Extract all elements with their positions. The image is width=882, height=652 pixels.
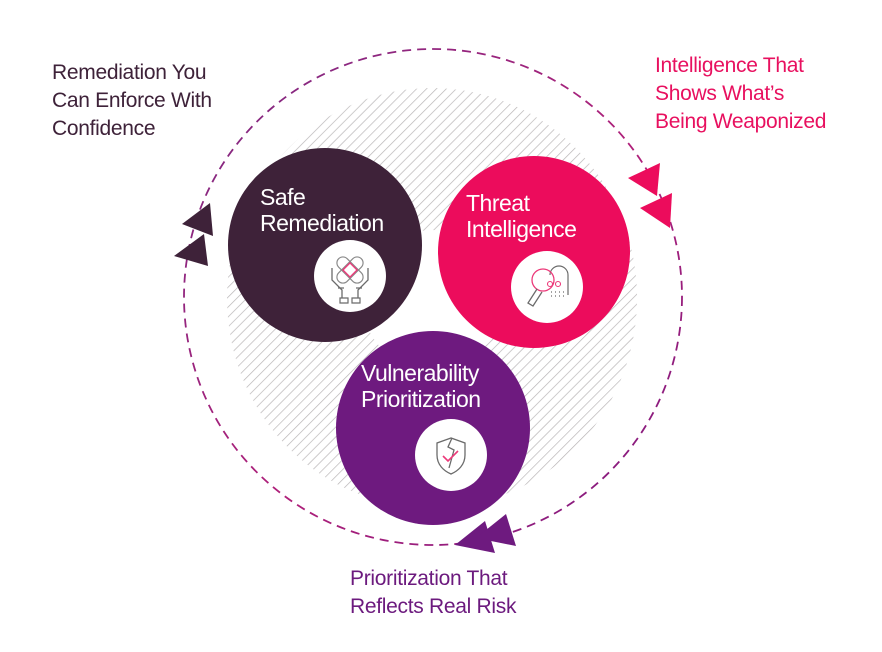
caption-line: Being Weaponized: [655, 110, 827, 133]
label-line: Prioritization: [361, 386, 481, 412]
node-label-threat-intelligence: Threat Intelligence: [466, 190, 577, 242]
arrow-head: [628, 163, 660, 196]
caption-intelligence: Intelligence That Shows What’s Being Wea…: [655, 52, 826, 136]
arrow-head: [640, 193, 672, 228]
cycle-dashed-ring: [183, 48, 683, 546]
label-line: Safe: [260, 184, 306, 210]
node-safe-remediation[interactable]: [228, 148, 422, 342]
caption-line: Reflects Real Risk: [350, 595, 517, 618]
node-label-vulnerability-prioritization: Vulnerability Prioritization: [361, 360, 481, 412]
double-arrow-prioritization: [455, 514, 516, 553]
label-line: Intelligence: [466, 216, 577, 242]
caption-line: Confidence: [52, 117, 156, 140]
arrow-head: [174, 234, 208, 266]
arrow-head: [182, 203, 213, 236]
caption-line: Shows What’s: [655, 82, 785, 105]
label-line: Vulnerability: [361, 360, 479, 386]
arrow-head: [455, 521, 495, 553]
node-threat-intelligence[interactable]: [438, 156, 630, 348]
caption-line: Intelligence That: [655, 54, 804, 77]
caption-prioritization: Prioritization That Reflects Real Risk: [350, 565, 516, 621]
magnifier-skull-icon: [511, 251, 583, 323]
caption-line: Can Enforce With: [52, 89, 212, 112]
caption-line: Remediation You: [52, 61, 207, 84]
double-arrow-intelligence: [628, 163, 672, 228]
label-line: Remediation: [260, 210, 384, 236]
label-line: Threat: [466, 190, 530, 216]
caption-line: Prioritization That: [350, 567, 508, 590]
bandage-hands-icon: [314, 240, 386, 312]
double-arrow-remediation: [174, 203, 213, 266]
caption-remediation: Remediation You Can Enforce With Confide…: [52, 59, 212, 143]
node-label-safe-remediation: Safe Remediation: [260, 184, 384, 236]
arrow-head: [476, 514, 516, 546]
broken-shield-check-icon: [415, 419, 487, 491]
